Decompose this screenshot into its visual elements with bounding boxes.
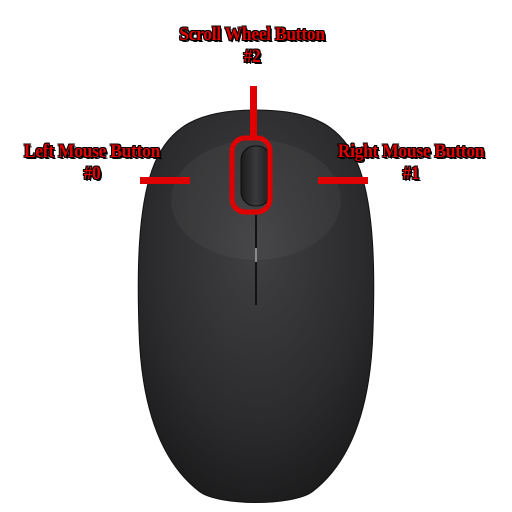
scroll-wheel-pointer — [250, 86, 257, 138]
left-button-label-number: #0 — [9, 163, 175, 185]
scroll-wheel-label-number: #2 — [159, 46, 345, 68]
left-button-label: Left Mouse Button #0 — [9, 141, 175, 185]
scroll-wheel-label-name: Scroll Wheel Button — [159, 24, 345, 46]
scroll-wheel — [241, 146, 271, 206]
right-button-label-number: #1 — [323, 163, 500, 185]
left-button-label-name: Left Mouse Button — [9, 141, 175, 163]
right-button-label: Right Mouse Button #1 — [323, 141, 500, 185]
right-button-label-name: Right Mouse Button — [323, 141, 500, 163]
scroll-wheel-label: Scroll Wheel Button #2 — [159, 24, 345, 68]
